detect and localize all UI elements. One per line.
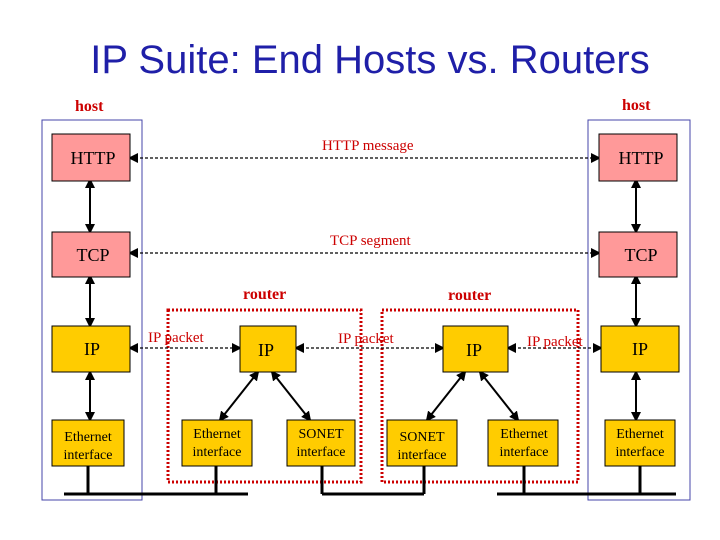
- eth-box-router-1-line1: Ethernet: [193, 427, 241, 442]
- eth-box-router-2-line1: Ethernet: [500, 427, 548, 442]
- http-box-left: [51, 133, 131, 182]
- http-box-right: [598, 133, 678, 182]
- router-left-outline: [166, 308, 363, 484]
- eth-box-host-right: [604, 419, 676, 467]
- router2-arrow-ip-eth: [478, 370, 520, 422]
- router1-arrow-ip-sonet: [270, 370, 312, 422]
- router2-arrow-ip-sonet: [425, 370, 467, 422]
- router-right-label: router: [448, 287, 491, 304]
- host-left-outline: [41, 119, 143, 501]
- tcp-segment-label: TCP segment: [330, 233, 412, 249]
- eth-box-router-2: [487, 419, 559, 467]
- ip-packet-label-2: IP packet: [338, 331, 395, 347]
- sonet-box-router-1-line2: interface: [297, 445, 346, 460]
- ip-box-host-right-label: IP: [632, 339, 648, 359]
- eth-box-host-left: [51, 419, 125, 467]
- eth-box-router-2-line2: interface: [500, 445, 549, 460]
- eth-box-router-1-line2: interface: [193, 445, 242, 460]
- router-left-label: router: [243, 286, 286, 303]
- http-box-right-label: HTTP: [619, 148, 664, 168]
- tcp-box-left: [51, 231, 131, 278]
- ip-box-host-right: [600, 325, 680, 373]
- ip-packet-label-1: IP packet: [148, 330, 205, 346]
- eth-box-host-left-line2: interface: [64, 448, 113, 463]
- eth-box-host-right-line1: Ethernet: [616, 427, 664, 442]
- tcp-box-right-label: TCP: [624, 245, 657, 265]
- ip-box-host-left: [51, 325, 131, 373]
- tcp-box-left-label: TCP: [76, 245, 109, 265]
- sonet-box-router-1: [286, 419, 356, 467]
- sonet-box-router-2-line2: interface: [398, 448, 447, 463]
- eth-box-host-left-line1: Ethernet: [64, 430, 112, 445]
- tcp-box-right: [598, 231, 678, 278]
- host-left-label: host: [75, 98, 104, 115]
- host-right-outline: [587, 119, 691, 501]
- ip-box-host-left-label: IP: [84, 339, 100, 359]
- sonet-box-router-2-line1: SONET: [399, 430, 445, 445]
- http-message-label: HTTP message: [322, 138, 414, 154]
- ip-box-router-1: [239, 325, 297, 373]
- ip-box-router-1-label: IP: [258, 340, 274, 360]
- http-box-left-label: HTTP: [71, 148, 116, 168]
- ip-box-router-2-label: IP: [466, 340, 482, 360]
- sonet-box-router-2: [386, 419, 458, 467]
- host-right-label: host: [622, 97, 651, 114]
- ip-packet-label-3: IP packet: [527, 334, 584, 350]
- ip-box-router-2: [442, 325, 509, 373]
- router1-arrow-ip-eth: [218, 370, 260, 422]
- sonet-box-router-1-line1: SONET: [298, 427, 344, 442]
- eth-box-router-1: [181, 419, 253, 467]
- eth-box-host-right-line2: interface: [616, 445, 665, 460]
- router-right-outline: [380, 308, 580, 484]
- page-title: IP Suite: End Hosts vs. Routers: [90, 38, 650, 82]
